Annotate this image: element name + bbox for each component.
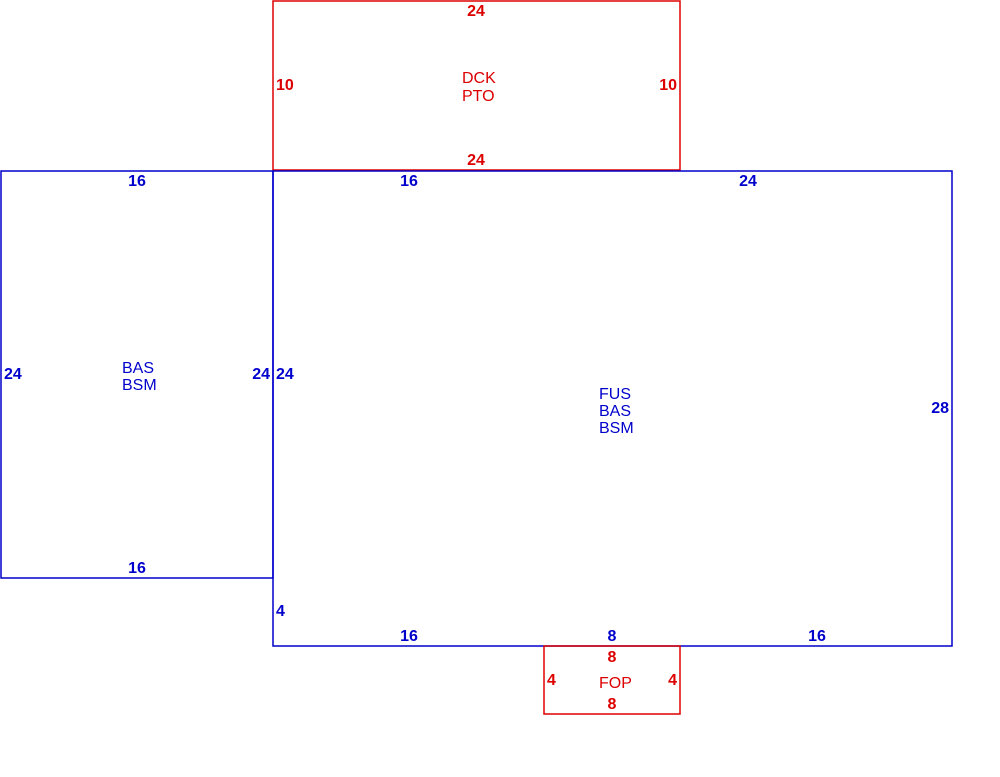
deck-code-1: DCK bbox=[462, 70, 496, 87]
deck-right-dimension: 10 bbox=[659, 77, 677, 94]
main-code-3: BSM bbox=[599, 420, 634, 437]
main-bottom-mid-dimension: 8 bbox=[608, 628, 617, 645]
west-right-dimension: 24 bbox=[252, 366, 270, 383]
main-bottom-left-dimension: 16 bbox=[400, 628, 418, 645]
west-bottom-dimension: 16 bbox=[128, 560, 146, 577]
deck-left-dimension: 10 bbox=[276, 77, 294, 94]
main-left-dimension: 24 bbox=[276, 366, 294, 383]
porch-bottom-dimension: 8 bbox=[608, 696, 617, 713]
porch-right-dimension: 4 bbox=[668, 672, 677, 689]
main-area: 16 24 24 4 28 16 8 16 FUS BAS BSM bbox=[272, 170, 953, 647]
front-porch-outline bbox=[543, 645, 681, 715]
main-top-right-dimension: 24 bbox=[739, 173, 757, 190]
deck-bottom-dimension: 24 bbox=[467, 152, 485, 169]
porch-top-dimension: 8 bbox=[608, 649, 617, 666]
deck-code-2: PTO bbox=[462, 88, 495, 105]
deck-patio-area: 24 24 10 10 DCK PTO bbox=[272, 0, 681, 171]
front-porch-area: 8 8 4 4 FOP bbox=[543, 645, 681, 715]
main-code-1: FUS bbox=[599, 386, 631, 403]
main-bottom-right-dimension: 16 bbox=[808, 628, 826, 645]
west-wing-area: 16 16 24 24 BAS BSM bbox=[0, 170, 274, 579]
main-right-dimension: 28 bbox=[931, 400, 949, 417]
main-code-2: BAS bbox=[599, 403, 631, 420]
porch-left-dimension: 4 bbox=[547, 672, 556, 689]
main-left-lower-dimension: 4 bbox=[276, 603, 285, 620]
deck-top-dimension: 24 bbox=[467, 3, 485, 20]
west-code-2: BSM bbox=[122, 377, 157, 394]
west-top-dimension: 16 bbox=[128, 173, 146, 190]
main-top-left-dimension: 16 bbox=[400, 173, 418, 190]
west-code-1: BAS bbox=[122, 360, 154, 377]
west-left-dimension: 24 bbox=[4, 366, 22, 383]
deck-patio-outline bbox=[272, 0, 681, 171]
porch-code: FOP bbox=[599, 675, 632, 692]
